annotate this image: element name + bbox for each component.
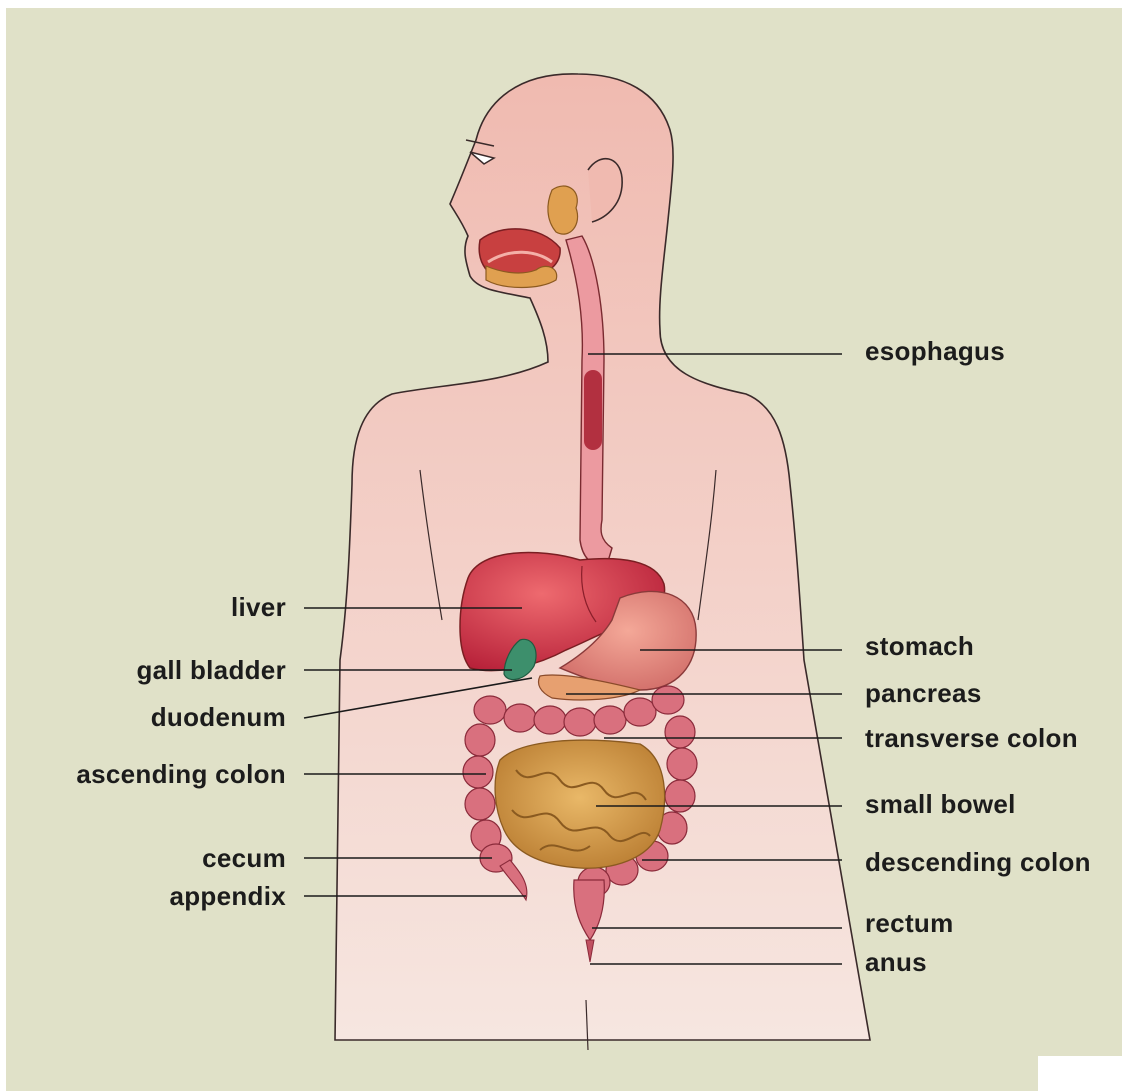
label-descending-colon: descending colon: [865, 849, 1091, 875]
label-esophagus: esophagus: [865, 338, 1005, 364]
label-duodenum: duodenum: [151, 704, 286, 730]
label-transverse-colon: transverse colon: [865, 725, 1078, 751]
label-ascending-colon: ascending colon: [76, 761, 286, 787]
label-pancreas: pancreas: [865, 680, 982, 706]
label-small-bowel: small bowel: [865, 791, 1016, 817]
esophagus-bolus: [584, 370, 602, 450]
label-rectum: rectum: [865, 910, 954, 936]
label-stomach: stomach: [865, 633, 974, 659]
label-liver: liver: [231, 594, 286, 620]
label-anus: anus: [865, 949, 927, 975]
label-gall-bladder: gall bladder: [136, 657, 286, 683]
small-bowel: [495, 740, 665, 868]
salivary-gland-upper: [548, 186, 578, 234]
label-cecum: cecum: [202, 845, 286, 871]
label-appendix: appendix: [169, 883, 286, 909]
corner-patch: [1038, 1056, 1122, 1091]
